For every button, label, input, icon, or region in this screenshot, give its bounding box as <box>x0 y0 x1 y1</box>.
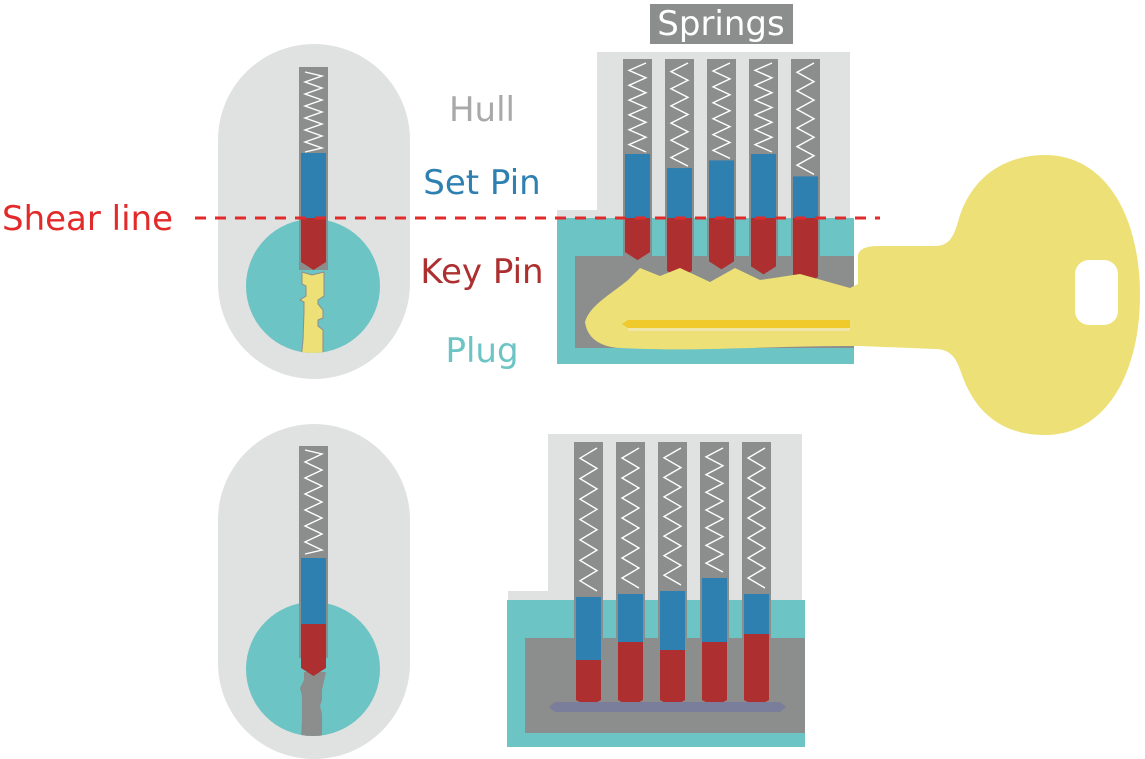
set-pin <box>576 597 601 660</box>
pin-stacks-top <box>623 59 820 289</box>
spring <box>746 447 767 589</box>
key-pin <box>709 218 734 270</box>
plug-label: Plug <box>445 331 518 371</box>
springs-label: Springs <box>657 4 784 44</box>
spring <box>620 447 641 589</box>
key-pin-front-bottom <box>301 624 326 676</box>
key-groove-highlight <box>628 328 850 331</box>
keyway-front-bottom <box>300 672 326 736</box>
spring <box>662 447 683 586</box>
key-pin <box>576 660 601 707</box>
key-groove <box>622 320 850 328</box>
key-pin <box>625 218 650 261</box>
key-pin <box>667 218 692 279</box>
set-pin <box>793 176 818 218</box>
set-pin <box>618 594 643 642</box>
hull-label: Hull <box>449 90 515 130</box>
key-pin-label: Key Pin <box>420 252 543 292</box>
spring <box>669 62 690 167</box>
set-pin-front-bottom <box>301 558 326 624</box>
set-pin <box>667 168 692 218</box>
set-pin <box>744 594 769 634</box>
set-pin-label: Set Pin <box>423 163 540 203</box>
side-view-unlocked <box>557 52 1140 435</box>
set-pin <box>702 578 727 642</box>
key-pin <box>793 218 818 285</box>
keyway-floor-plate <box>549 702 786 712</box>
set-pin <box>625 154 650 218</box>
spring <box>753 62 774 153</box>
key <box>585 155 1140 435</box>
spring-front-top <box>302 71 325 153</box>
key-pin-front-top <box>301 218 326 270</box>
front-view-locked <box>218 424 410 759</box>
set-pin <box>709 160 734 218</box>
set-pin-front-top <box>301 153 326 218</box>
spring-front-bottom <box>303 449 325 555</box>
front-view-unlocked <box>218 44 410 379</box>
set-pin <box>660 591 685 650</box>
springs-badge <box>650 4 793 44</box>
spring <box>578 447 599 592</box>
spring <box>704 447 725 573</box>
key-bow-hole <box>1075 260 1118 325</box>
key-pin <box>751 218 776 275</box>
side-view-locked <box>507 434 805 747</box>
pin-stacks-bottom <box>574 442 771 707</box>
set-pin <box>751 154 776 218</box>
key-pin <box>744 634 769 707</box>
key-pin <box>660 650 685 707</box>
key-blade-front <box>299 271 325 353</box>
spring <box>711 62 732 160</box>
key-pin <box>618 642 643 707</box>
shear-line-label: Shear line <box>2 199 173 239</box>
spring <box>795 62 816 176</box>
spring <box>627 62 648 153</box>
key-pin <box>702 642 727 707</box>
